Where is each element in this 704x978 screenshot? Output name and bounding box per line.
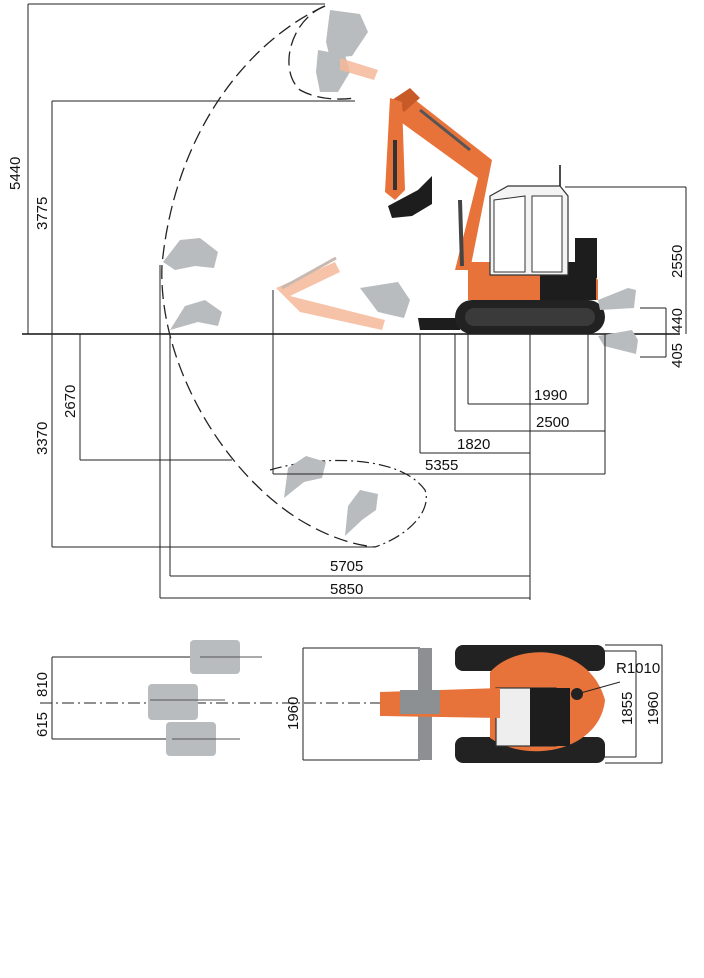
ghost-bucket-left-1 xyxy=(163,238,218,270)
excavator-side xyxy=(385,88,605,334)
reach-arc-top xyxy=(288,5,356,100)
dim-tail-swing-radius: R1010 xyxy=(616,660,660,677)
dim-max-reach: 5850 xyxy=(330,581,363,598)
side-view: 5440 3775 3370 2670 2550 440 405 1990 xyxy=(7,3,687,600)
dim-upper-width: 1855 xyxy=(619,692,636,725)
ghost-bucket-left-2 xyxy=(170,300,222,330)
ghost-bucket-top xyxy=(316,10,378,92)
ghost-blade-up xyxy=(598,288,636,310)
dim-blade-lift: 440 xyxy=(669,308,686,333)
dim-boom-offset-left: 615 xyxy=(34,712,51,737)
dim-boom-offset-right: 810 xyxy=(34,672,51,697)
dim-tumbler-distance: 1990 xyxy=(534,387,567,404)
ghost-bucket-bottom-1 xyxy=(284,456,326,498)
bucket-offset-right xyxy=(190,640,262,674)
dim-cab-height: 2550 xyxy=(669,245,686,278)
bucket-center xyxy=(148,684,225,720)
dim-vertical-wall-depth: 2670 xyxy=(62,385,79,418)
dim-blade-width: 1960 xyxy=(285,697,302,730)
dim-track-length: 2500 xyxy=(536,414,569,431)
working-range-arc xyxy=(161,5,376,548)
dim-max-dig-depth: 3370 xyxy=(34,422,51,455)
ghost-blade-down xyxy=(598,330,638,354)
dim-min-swing-radius: 5355 xyxy=(425,457,458,474)
bucket-offset-left xyxy=(166,722,240,756)
excavator-top xyxy=(380,645,605,763)
dim-track-width: 1960 xyxy=(645,692,662,725)
top-view: 810 615 1960 R1010 1855 196 xyxy=(34,640,663,764)
dim-blade-depth: 405 xyxy=(669,343,686,368)
dim-max-reach-ground: 5705 xyxy=(330,558,363,575)
ghost-boom-lowered xyxy=(276,256,410,330)
dim-max-reach-height: 5440 xyxy=(7,157,24,190)
ghost-bucket-bottom-2 xyxy=(345,490,378,536)
dim-max-dump-height: 3775 xyxy=(34,197,51,230)
dim-blade-reach: 1820 xyxy=(457,436,490,453)
